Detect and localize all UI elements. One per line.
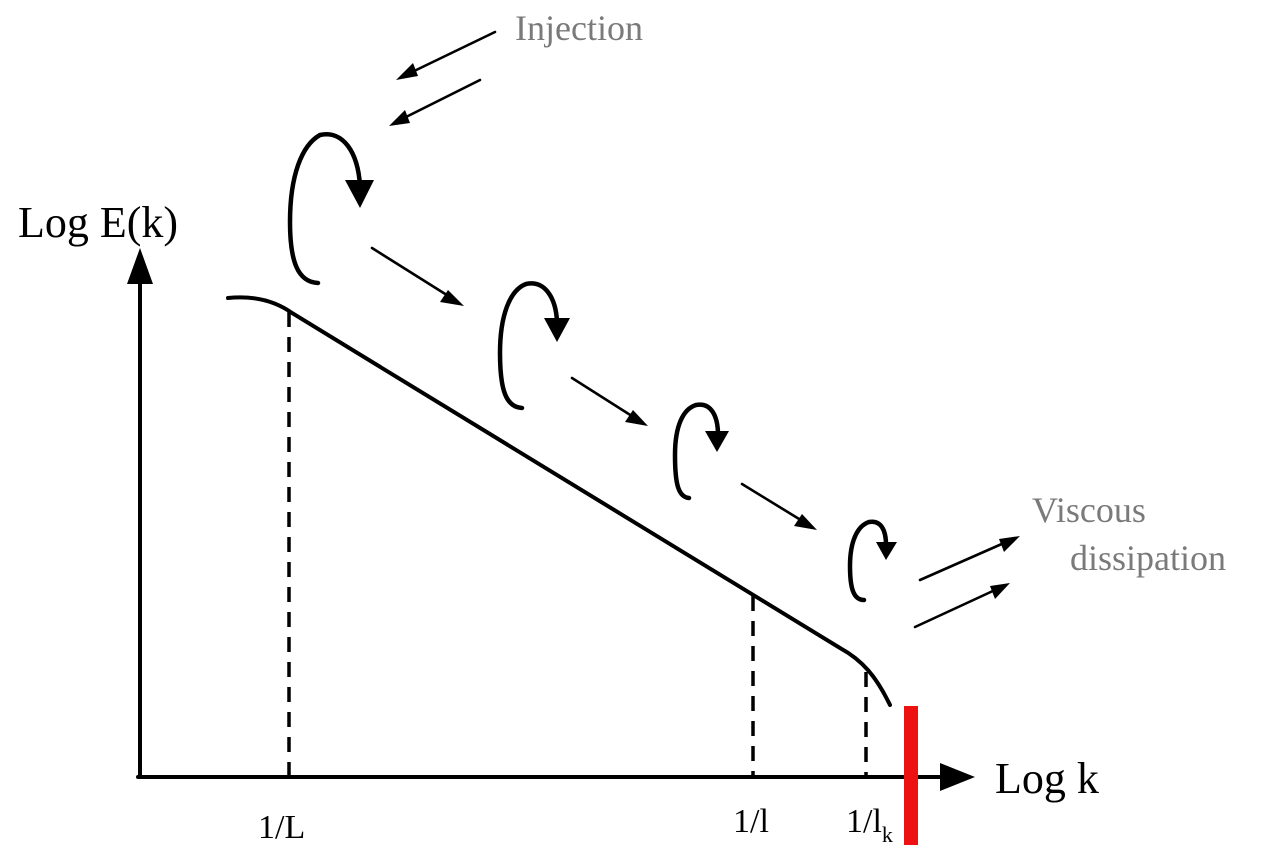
- eddy-smallest: [847, 519, 897, 603]
- viscous-label-line2: dissipation: [1070, 538, 1226, 578]
- tick-label-kolmogorov-subscript: k: [882, 822, 893, 845]
- eddy-large-loop: [287, 132, 363, 286]
- cascade-arrowhead-3: [794, 514, 817, 530]
- tick-label-large-scale: 1/L: [258, 809, 305, 845]
- injection-arrow-lower: [400, 78, 482, 121]
- red-marker-bar: [904, 706, 918, 845]
- x-axis-arrowhead: [940, 763, 975, 791]
- injection-label: Injection: [515, 8, 643, 48]
- injection-arrows: [389, 30, 497, 126]
- cascade-arrowhead-1: [440, 290, 464, 306]
- y-axis-title: Log E(k): [18, 198, 178, 247]
- eddy-small: [672, 402, 729, 501]
- tick-label-kolmogorov-base: 1/l: [846, 803, 882, 840]
- injection-arrow-upper: [408, 30, 497, 75]
- dissipation-arrowhead-lower: [990, 583, 1010, 599]
- eddy-small-arrowhead: [705, 431, 729, 452]
- dissipation-arrow-upper: [918, 541, 1006, 582]
- energy-spectrum-curve: [226, 295, 892, 707]
- cascade-arrow-2: [570, 376, 637, 420]
- axes: [127, 248, 975, 791]
- x-axis-title: Log k: [995, 754, 1099, 803]
- dissipation-arrow-lower: [913, 588, 997, 629]
- injection-arrowhead-upper: [396, 63, 418, 80]
- eddy-large: [287, 132, 374, 286]
- cascade-arrows: [370, 246, 817, 530]
- cascade-arrow-1: [370, 246, 452, 299]
- eddy-small-loop: [672, 402, 721, 501]
- eddy-medium: [497, 281, 570, 411]
- injection-arrowhead-lower: [389, 110, 410, 126]
- y-axis-arrowhead: [127, 248, 153, 284]
- cascade-arrowhead-2: [625, 410, 648, 426]
- viscous-label-line1: Viscous: [1032, 490, 1146, 530]
- tick-label-small-scale: 1/l: [733, 803, 769, 840]
- eddy-medium-arrowhead: [544, 318, 570, 342]
- cascade-arrow-3: [740, 482, 806, 524]
- eddy-smallest-loop: [847, 519, 889, 603]
- eddy-medium-loop: [497, 281, 560, 411]
- eddy-large-arrowhead: [345, 180, 374, 208]
- dissipation-arrowhead-upper: [999, 536, 1020, 552]
- dissipation-arrows: [913, 536, 1020, 629]
- eddy-smallest-arrowhead: [876, 542, 897, 560]
- tick-label-kolmogorov-scale: 1/lk: [846, 803, 893, 845]
